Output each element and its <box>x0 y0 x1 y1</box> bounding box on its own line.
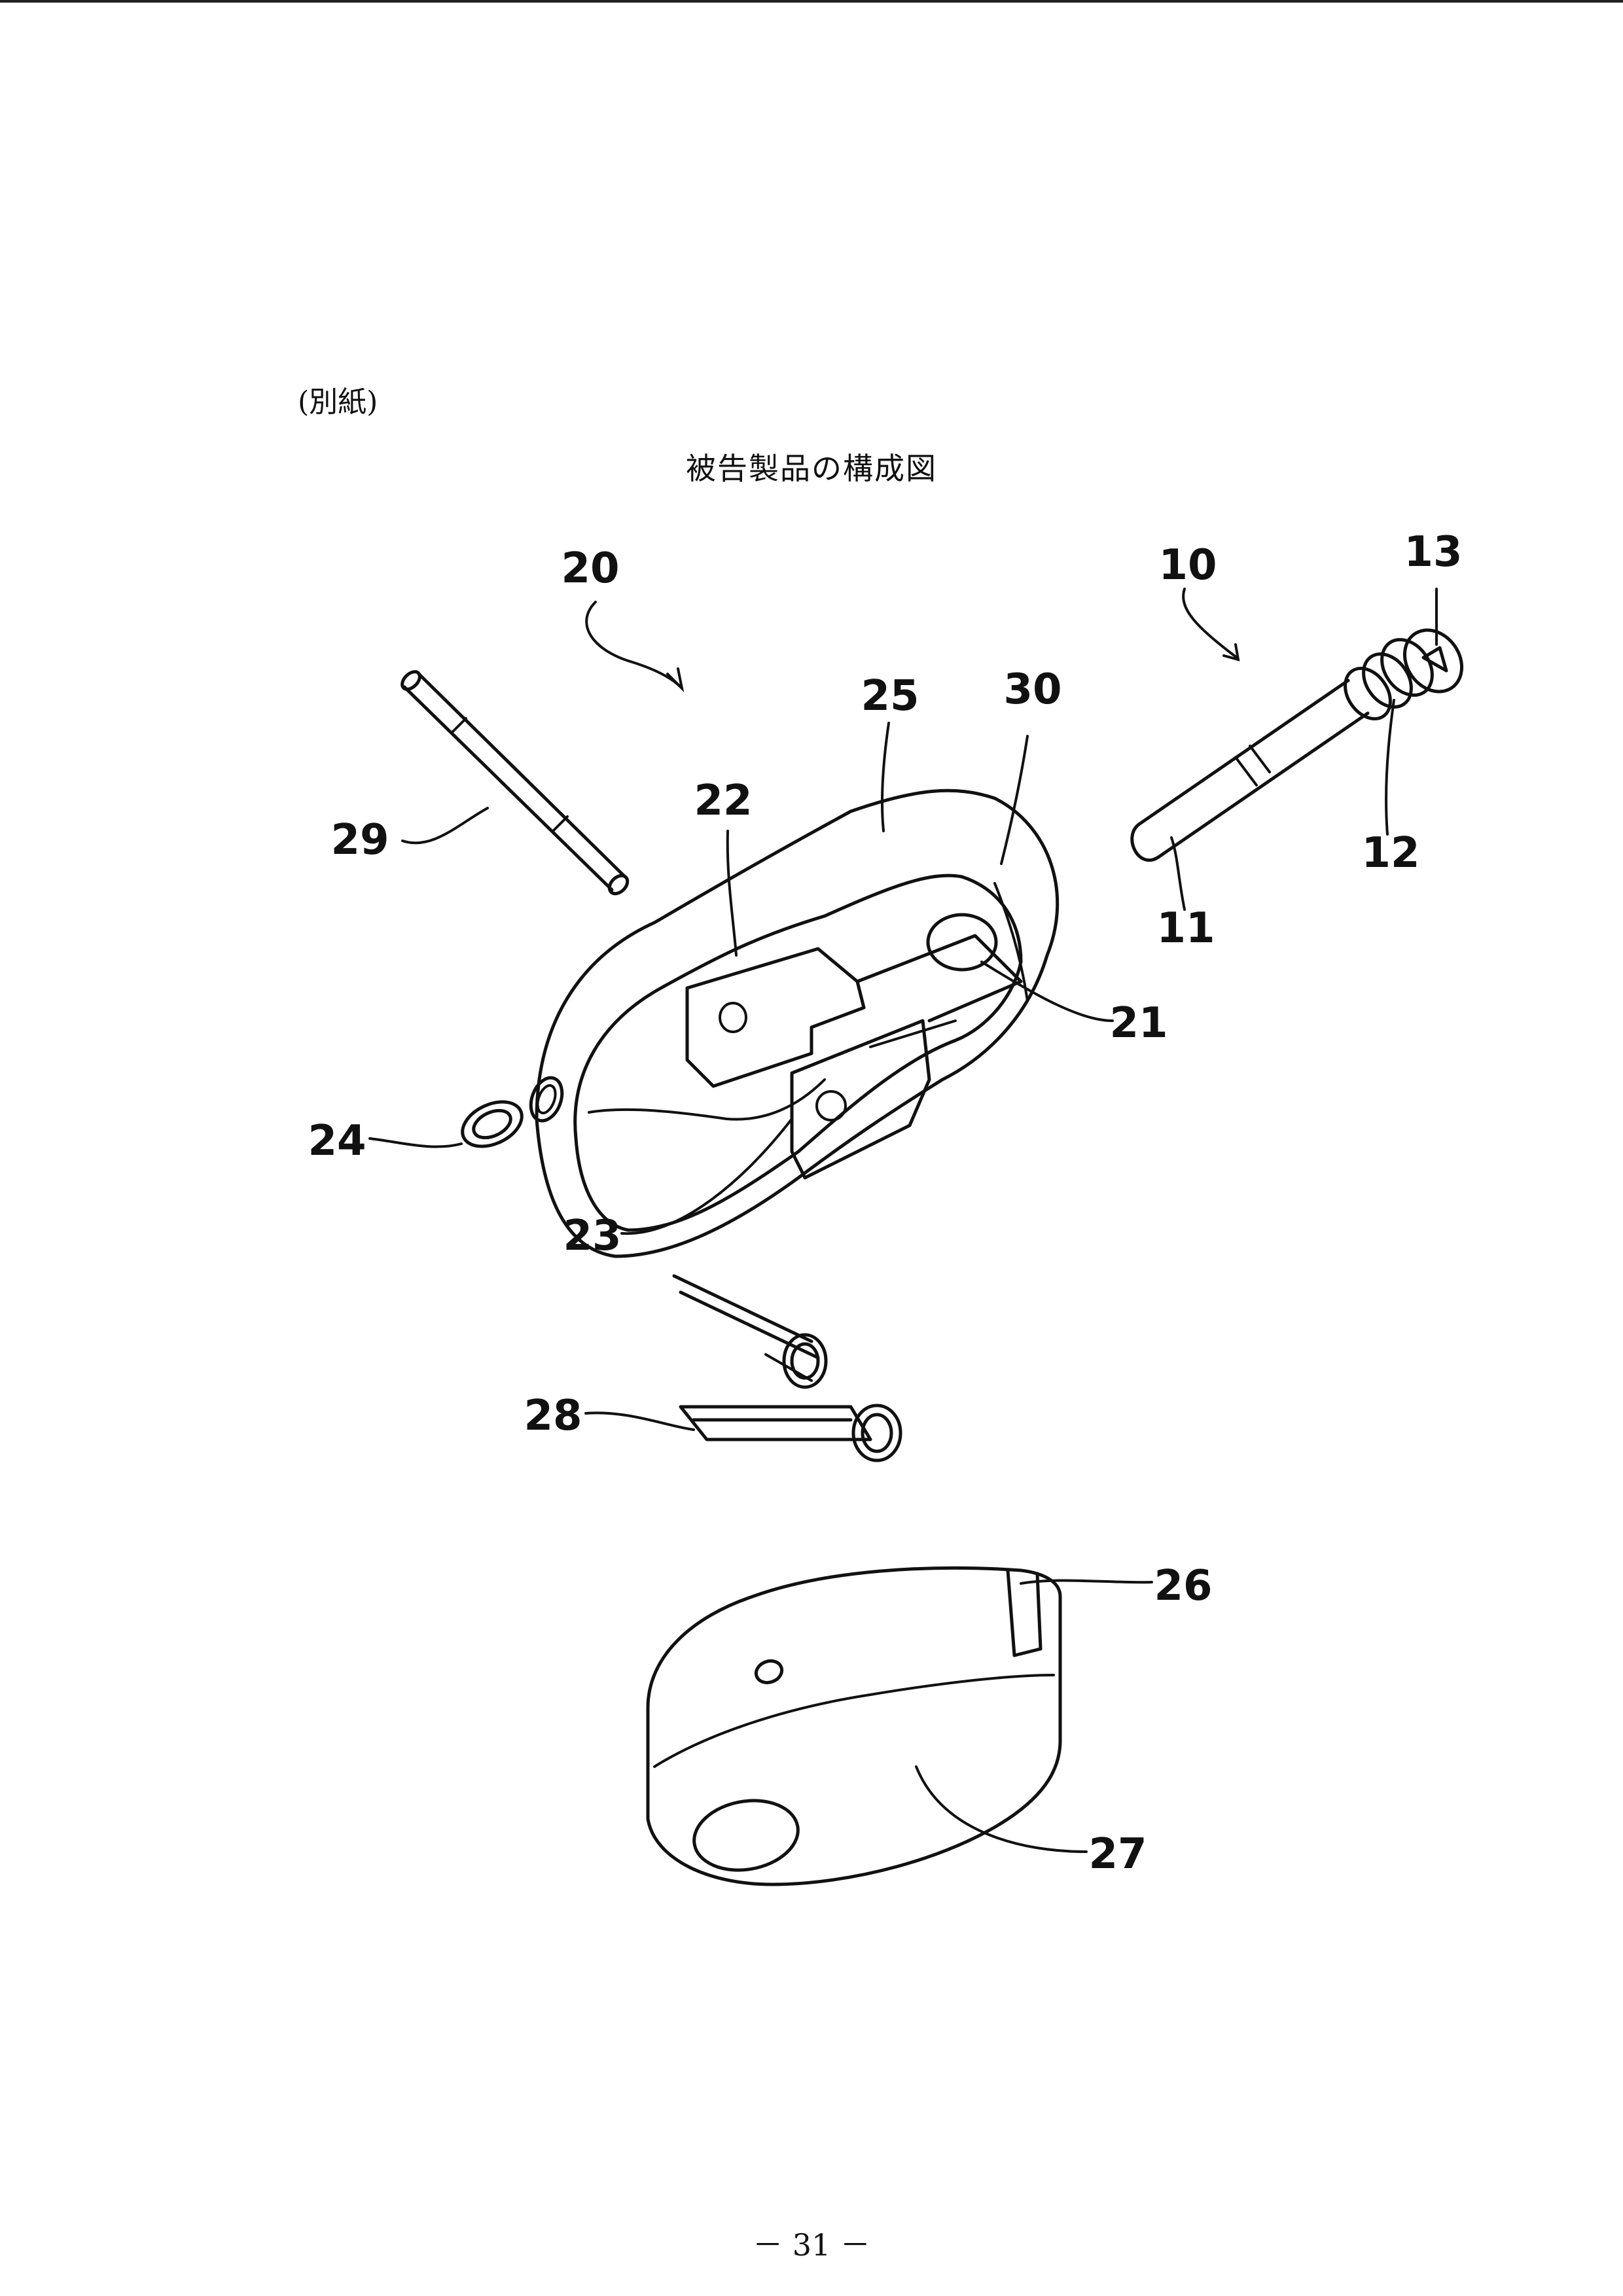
leader-12 <box>1385 699 1395 836</box>
annex-label: (別紙) <box>298 385 378 419</box>
ref-label-27: 27 <box>1088 1830 1147 1879</box>
leader-30 <box>1000 735 1029 865</box>
leader-11 <box>1170 836 1186 911</box>
ref-label-30: 30 <box>1003 665 1061 714</box>
page-number: － 31 － <box>753 2227 870 2263</box>
leader-24 <box>368 1137 463 1148</box>
ref-label-22: 22 <box>694 777 752 825</box>
leader-29 <box>401 807 489 845</box>
ref-label-24: 24 <box>308 1117 366 1165</box>
leader-28 <box>584 1411 695 1431</box>
top-border-line <box>0 0 1623 3</box>
ref-label-21: 21 <box>1109 999 1168 1048</box>
ref-label-25: 25 <box>861 672 919 720</box>
leader-23 <box>620 1118 793 1235</box>
pin-29-drawing <box>401 670 630 896</box>
ref-label-13: 13 <box>1404 528 1462 576</box>
leader-27 <box>915 1765 1088 1853</box>
ref-label-28: 28 <box>524 1392 582 1440</box>
cover-27-drawing <box>646 1566 1062 1886</box>
leader-22 <box>726 830 738 957</box>
body-20-drawing <box>461 601 1060 1258</box>
ref-label-12: 12 <box>1361 829 1419 877</box>
ref-label-26: 26 <box>1154 1562 1212 1610</box>
leader-26 <box>1020 1579 1153 1585</box>
ref-label-23: 23 <box>563 1212 621 1260</box>
ref-label-11: 11 <box>1156 904 1215 953</box>
ref-label-20: 20 <box>561 544 619 593</box>
ref-label-29: 29 <box>330 816 389 864</box>
shaft-10-drawing <box>1130 588 1464 862</box>
figure-title: 被告製品の構成図 <box>686 451 937 486</box>
ref-label-10: 10 <box>1158 541 1217 590</box>
leader-21 <box>980 961 1114 1022</box>
spring-28-drawing <box>672 1274 902 1462</box>
leader-25 <box>881 722 890 832</box>
